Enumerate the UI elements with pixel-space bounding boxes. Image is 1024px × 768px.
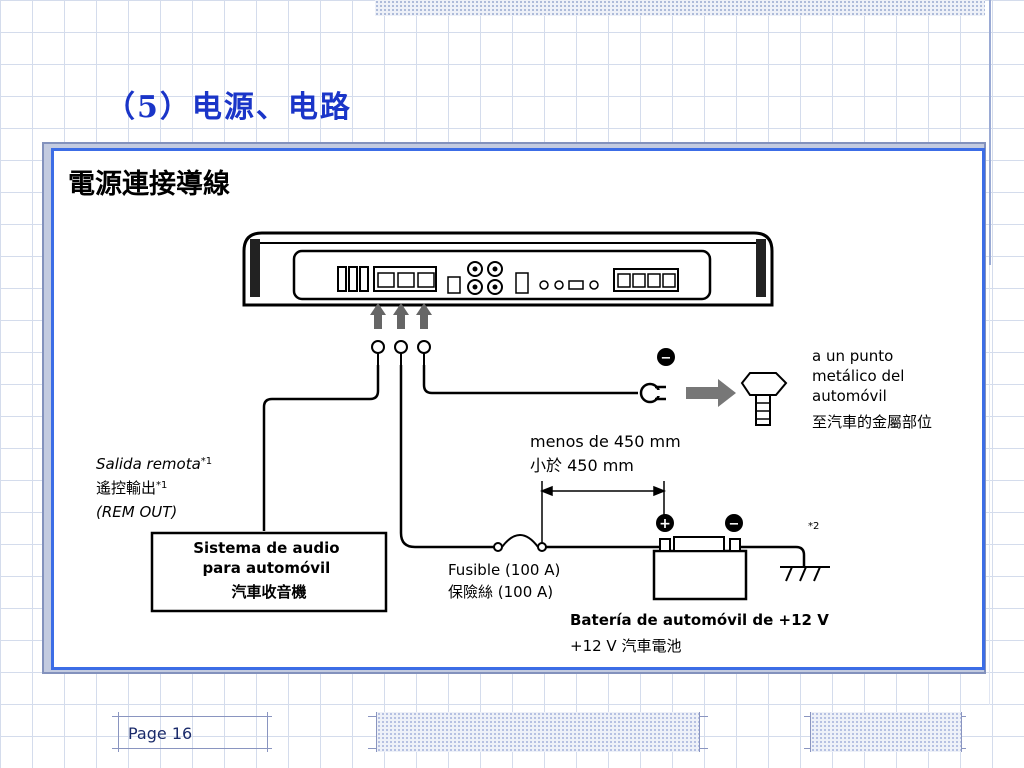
footer-middle-box	[376, 712, 700, 752]
amplifier-unit	[242, 231, 774, 307]
distance-dimension	[539, 481, 667, 543]
diagram-frame: 電源連接導線	[51, 148, 985, 670]
wiring-diagram: 電源連接導線	[68, 168, 932, 655]
battery-ground-wire	[736, 545, 806, 567]
minus-icon	[657, 348, 675, 366]
minus-icon	[725, 514, 743, 532]
chassis-ground-icon	[780, 566, 830, 582]
slide-title: （5）电源、电路	[105, 90, 352, 125]
distance-label-zh: 小於 450 mm	[530, 456, 634, 475]
insert-arrows	[370, 303, 432, 329]
ground-wire	[422, 365, 638, 395]
ground-lug	[639, 382, 666, 404]
footer-rule-bottom-left	[112, 748, 272, 749]
plus-icon	[656, 514, 674, 532]
bolt-icon	[740, 372, 788, 426]
remote-wire	[262, 365, 380, 531]
right-decor-line	[989, 0, 991, 265]
ring-terminals	[371, 340, 431, 365]
diagram-heading: 電源連接導線	[68, 168, 230, 200]
minus-sign-battery: −	[729, 517, 740, 532]
battery-label-zh: +12 V 汽車電池	[570, 637, 681, 655]
distance-label-es: menos de 450 mm	[530, 432, 681, 451]
power-wire	[399, 365, 494, 549]
top-decor-band	[375, 0, 985, 16]
battery-label-es: Batería de automóvil de +12 V	[570, 611, 829, 629]
page-number: Page 16	[128, 724, 193, 743]
ground-target-label: a un punto metálico del automóvil 至汽車的金屬…	[812, 347, 932, 431]
plus-sign-battery: +	[659, 516, 671, 532]
footer-rule-top-left	[112, 716, 272, 717]
page-number-box	[118, 712, 268, 752]
remote-output-label: Salida remota*1 遙控輸出*1 (REM OUT)	[96, 450, 217, 521]
arrow-to-bolt-icon	[686, 379, 736, 407]
battery-icon	[652, 536, 748, 601]
minus-sign-ground: −	[661, 351, 672, 366]
car-audio-system-box	[150, 531, 388, 613]
fuse-label-es: Fusible (100 A)	[448, 561, 560, 579]
note2-marker: *2	[808, 521, 819, 532]
car-audio-system-label: Sistema de audio para automóvil 汽車收音機	[193, 539, 345, 601]
fuse-icon	[493, 534, 547, 552]
fuse-label-zh: 保險絲 (100 A)	[448, 583, 553, 601]
footer-right-box	[810, 712, 962, 752]
right-decor-line-faint	[989, 265, 990, 705]
